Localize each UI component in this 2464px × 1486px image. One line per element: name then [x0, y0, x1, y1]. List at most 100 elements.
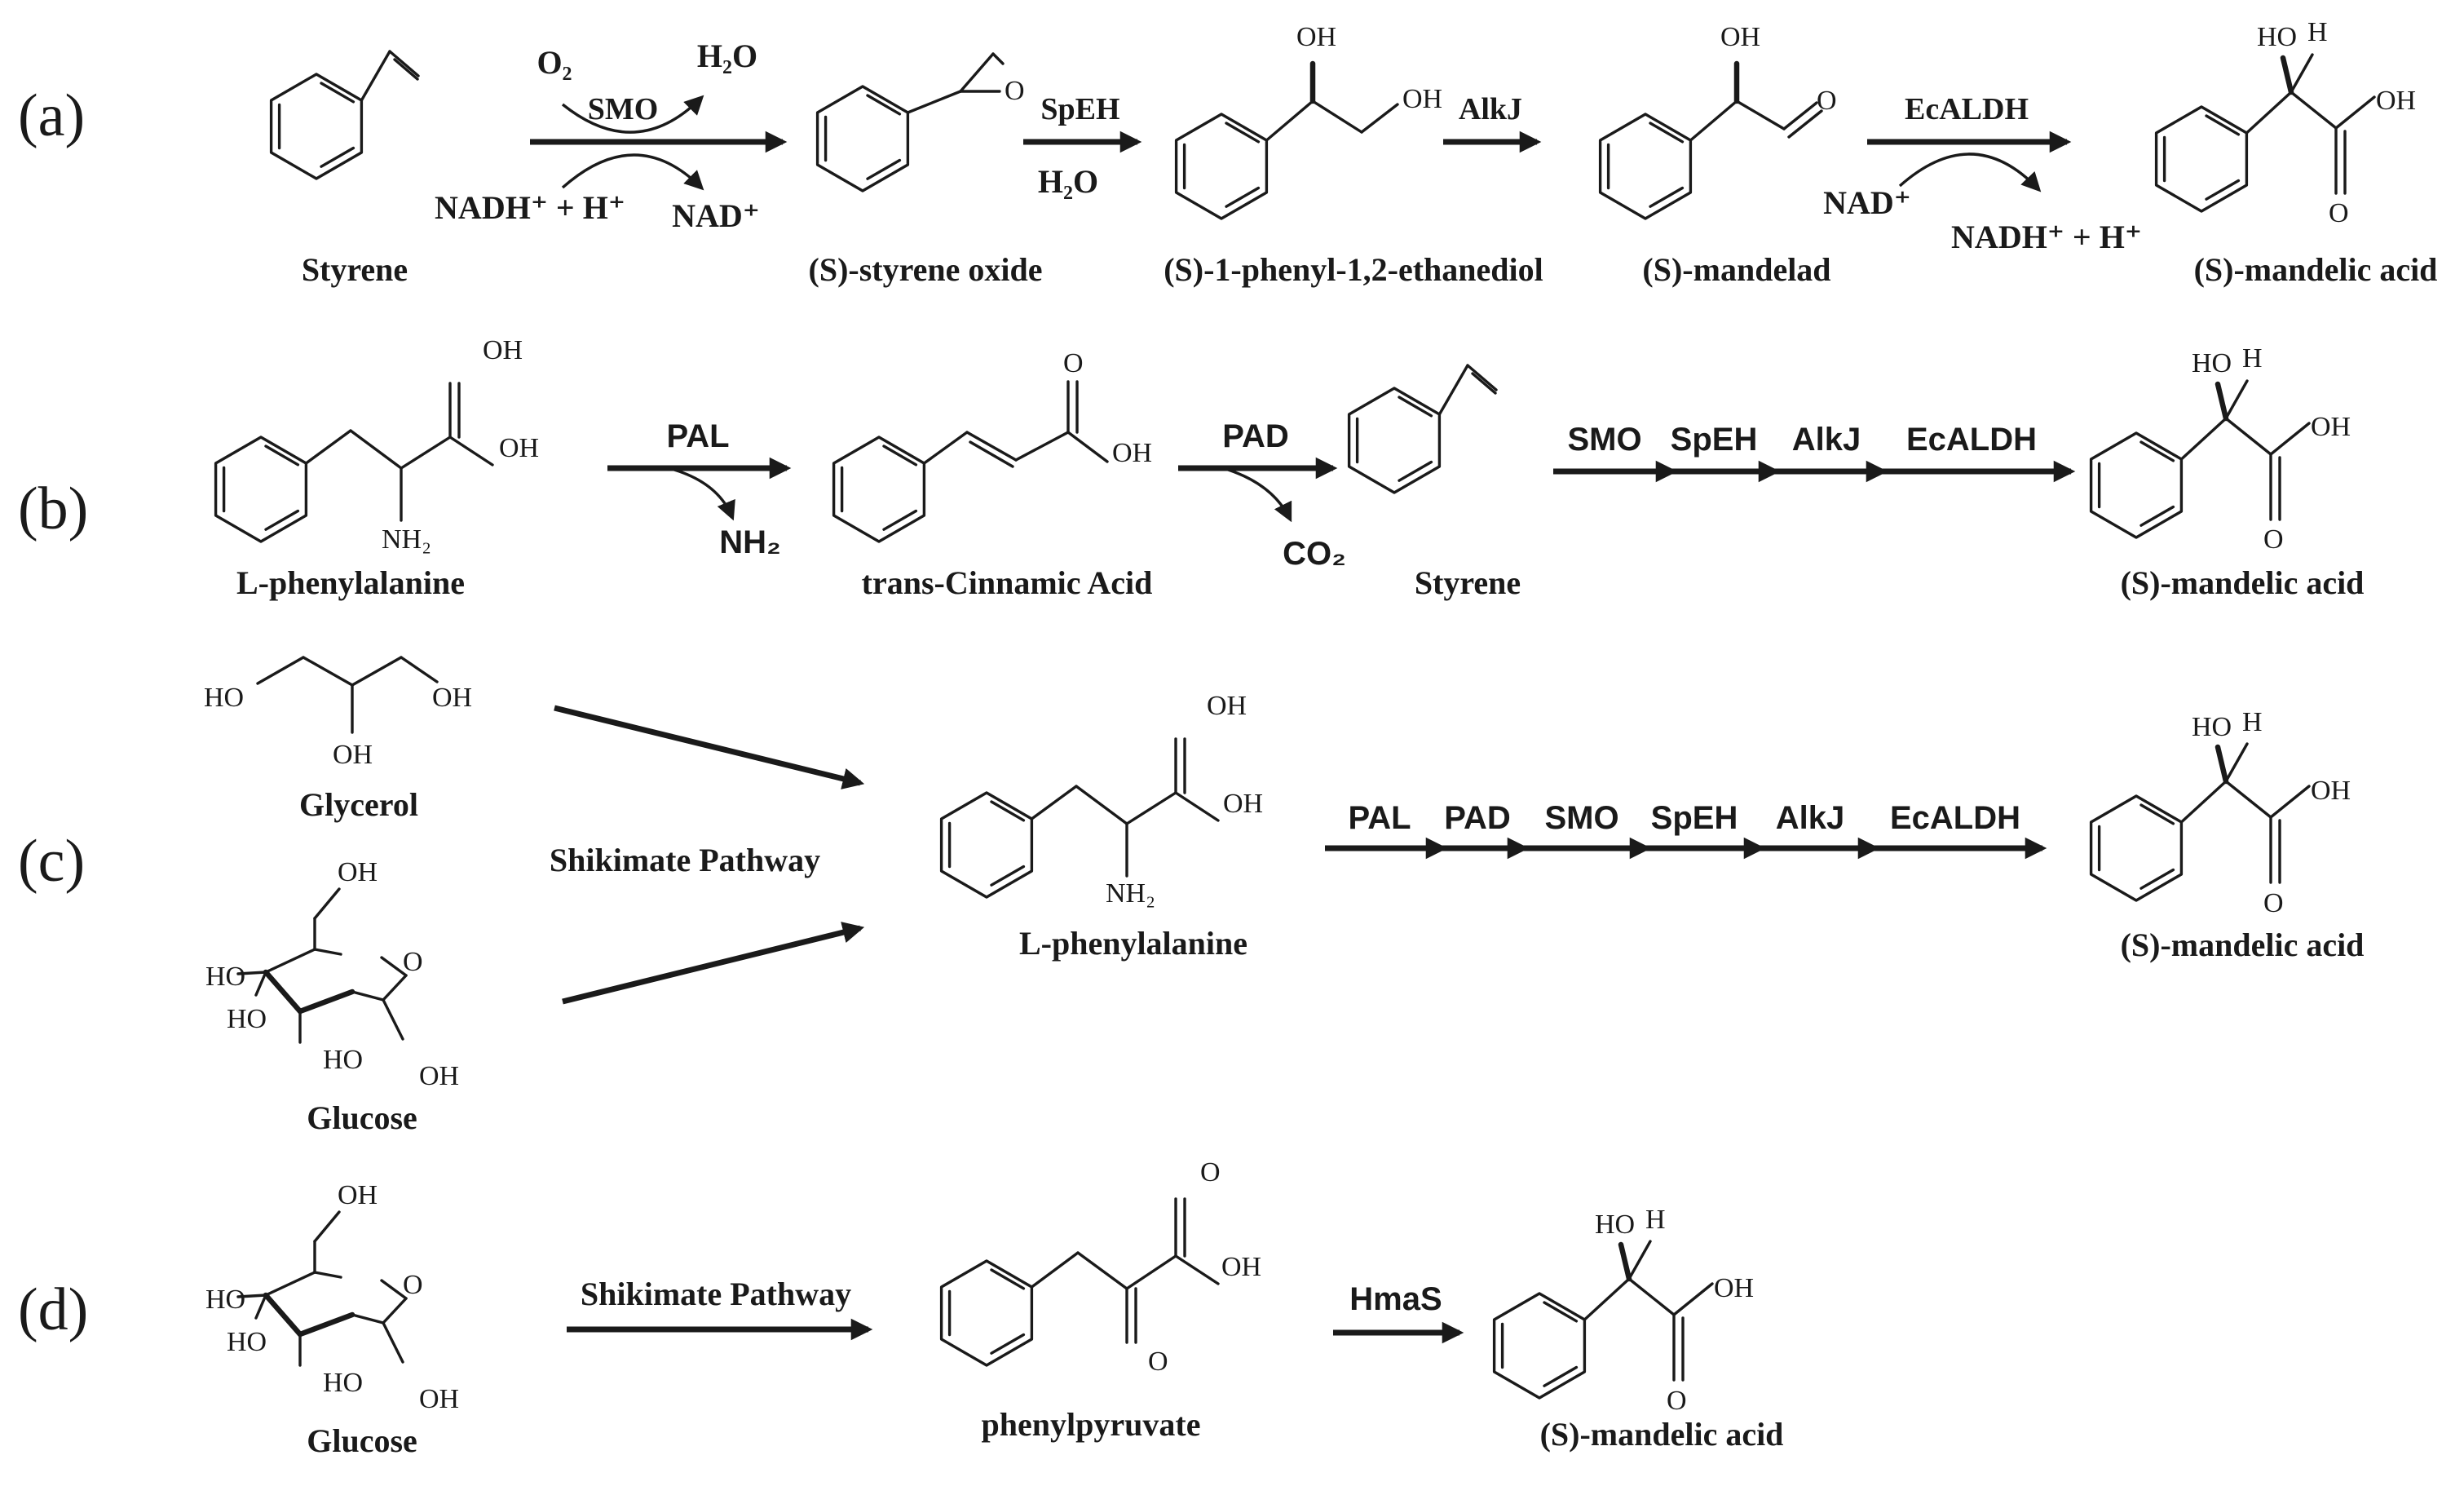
molecule-mandelic-acid-c: [2091, 744, 2309, 900]
enzyme-pal-b: PAL: [666, 418, 729, 454]
molecule-phenylalanine-c: [942, 739, 1218, 897]
cofactor-h2o-in: H₂O: [1038, 163, 1098, 200]
caption-glucose-d: Glucose: [307, 1422, 417, 1459]
arrow-glycerol-to-phe: [554, 705, 865, 789]
caption-styrene-oxide: (S)-styrene oxide: [809, 251, 1043, 288]
atom-oh-mandelic-b: OH: [2311, 412, 2351, 442]
caption-mandelic-acid-c: (S)-mandelic acid: [2121, 927, 2365, 963]
molecule-ethanediol: [1174, 60, 1399, 220]
atom-oh-mandelic-a: OH: [2376, 86, 2416, 116]
atom-h-mandelic-d: H: [1645, 1205, 1666, 1235]
arrow-o2-h2o: [561, 95, 704, 134]
atom-ho-glucose-c-2: HO: [323, 1045, 363, 1075]
caption-phenylalanine-c: L-phenylalanine: [1019, 925, 1247, 962]
caption-phenylalanine-b: L-phenylalanine: [236, 564, 465, 601]
atom-ho-mandelic-c: HO: [2192, 712, 2232, 742]
caption-ethanediol: (S)-1-phenyl-1,2-ethanediol: [1164, 251, 1543, 288]
row-label-b: (b): [18, 475, 88, 542]
atom-o-mandelic-c: O: [2263, 888, 2284, 918]
molecule-styrene-b: [1349, 365, 1496, 493]
pathway-shikimate-c: Shikimate Pathway: [550, 842, 820, 878]
atom-oh-mandelad: OH: [1720, 22, 1760, 52]
atom-oh-phe-b-1: OH: [483, 335, 523, 365]
byproduct-co2: CO₂: [1283, 536, 1346, 572]
enzyme-pad-b: PAD: [1222, 418, 1288, 454]
atom-h-mandelic-a: H: [2307, 17, 2328, 47]
atom-ho-glycerol: HO: [204, 683, 244, 713]
arrow-glucose-to-phe: [562, 922, 865, 1005]
enzyme-alkj-b: AlkJ: [1792, 422, 1861, 458]
atom-ho-glucose-d-4: HO: [205, 1285, 245, 1315]
enzyme-speh-a: SpEH: [1040, 92, 1119, 126]
enzyme-pad-c: PAD: [1444, 800, 1510, 836]
caption-mandelic-acid-a: (S)-mandelic acid: [2194, 251, 2438, 288]
atom-h-mandelic-c: H: [2242, 707, 2263, 737]
caption-phenylpyruvate: phenylpyruvate: [982, 1406, 1201, 1443]
atom-oh-glucose-c-1: OH: [419, 1061, 459, 1091]
atom-oh-phe-c-1: OH: [1207, 691, 1247, 721]
atom-o-pyruvate-acid: O: [1200, 1157, 1221, 1187]
row-label-d: (d): [18, 1276, 88, 1343]
molecule-cinnamic-acid: [832, 380, 1109, 543]
cofactor-nadh-out: NADH⁺ + H⁺: [1951, 219, 2142, 255]
caption-cinnamic-acid: trans-Cinnamic Acid: [862, 564, 1153, 601]
atom-o-mandelad: O: [1817, 86, 1837, 116]
enzyme-smo-b: SMO: [1567, 422, 1641, 458]
enzyme-hmas-d: HmaS: [1349, 1281, 1442, 1317]
caption-styrene-b: Styrene: [1415, 564, 1521, 601]
atom-oh-phe-b-2: OH: [499, 433, 539, 463]
atom-o-glucose-c: O: [403, 947, 423, 977]
enzyme-alkj-c: AlkJ: [1776, 800, 1845, 836]
atom-ho-glucose-c-3: HO: [227, 1004, 267, 1034]
row-label-a: (a): [18, 82, 85, 149]
row-d: O OH HO HO HO OH Glucose Shikimate Pathw…: [205, 1157, 1783, 1459]
atom-ho-mandelic-b: HO: [2192, 348, 2232, 378]
molecule-styrene-a: [272, 51, 418, 179]
atom-o-mandelic-b: O: [2263, 524, 2284, 555]
molecule-mandelic-acid-b: [2091, 381, 2309, 537]
atom-oh-ethanediol-2: OH: [1402, 84, 1442, 114]
cofactor-nad-in: NAD⁺: [1823, 184, 1911, 221]
row-b: OH OH NH₂ L-phenylalanine PAL NH₂ O OH t…: [216, 335, 2365, 601]
arrow-nad-nadh: [1898, 153, 2042, 192]
molecule-mandelic-acid-a: [2157, 55, 2374, 211]
atom-oh-glucose-d-1: OH: [419, 1384, 459, 1414]
molecule-mandelic-acid-d: [1495, 1241, 1712, 1398]
molecule-glycerol: [256, 656, 439, 734]
arrow-nadh-nad: [561, 153, 704, 191]
atom-nh2-phe-b: NH₂: [382, 524, 431, 555]
enzyme-speh-b: SpEH: [1671, 422, 1758, 458]
enzyme-ecaldh-c: EcALDH: [1890, 800, 2020, 836]
caption-mandelad: (S)-mandelad: [1642, 251, 1830, 288]
atom-oh-mandelic-c: OH: [2311, 776, 2351, 806]
enzyme-pal-c: PAL: [1348, 800, 1411, 836]
caption-glucose-c: Glucose: [307, 1099, 417, 1136]
atom-o-pyruvate-keto: O: [1148, 1347, 1168, 1377]
enzyme-alkj-a: AlkJ: [1459, 92, 1522, 126]
enzyme-smo-a: SMO: [588, 92, 659, 126]
pathway-shikimate-d: Shikimate Pathway: [581, 1276, 851, 1312]
atom-oh-pyruvate: OH: [1221, 1252, 1261, 1282]
atom-ho-glucose-d-2: HO: [323, 1368, 363, 1398]
caption-mandelic-acid-b: (S)-mandelic acid: [2121, 564, 2365, 601]
caption-mandelic-acid-d: (S)-mandelic acid: [1540, 1416, 1784, 1453]
arrow-co2-release: [1222, 467, 1292, 523]
atom-oh-glucose-d-6: OH: [338, 1180, 378, 1210]
atom-ho-glucose-c-4: HO: [205, 962, 245, 992]
cofactor-nad-out: NAD⁺: [672, 197, 760, 234]
atom-o-epoxide: O: [1005, 76, 1025, 106]
atom-nh2-phe-c: NH₂: [1106, 878, 1155, 909]
atom-o-glucose-d: O: [403, 1270, 423, 1300]
molecule-styrene-oxide: [815, 52, 1005, 192]
atom-oh-glucose-c-6: OH: [338, 857, 378, 887]
enzyme-smo-c: SMO: [1544, 800, 1618, 836]
atom-oh-mandelic-d: OH: [1714, 1273, 1754, 1303]
atom-oh-glycerol-1: OH: [432, 683, 472, 713]
atom-ho-mandelic-d: HO: [1595, 1210, 1635, 1240]
atom-o-cinnamic: O: [1063, 348, 1084, 378]
byproduct-nh2: NH₂: [719, 524, 781, 560]
atom-o-mandelic-a: O: [2329, 198, 2349, 228]
atom-h-mandelic-b: H: [2242, 343, 2263, 374]
row-label-c: (c): [18, 828, 85, 895]
